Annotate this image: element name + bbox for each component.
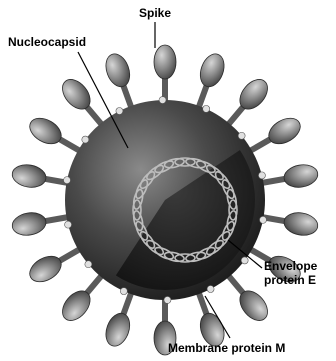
spike-18 [102, 51, 134, 111]
membrane-protein-marker [63, 177, 70, 184]
membrane-protein-marker [65, 221, 72, 228]
spike-12 [57, 273, 104, 326]
membrane-protein-marker [207, 286, 214, 293]
spike-1 [154, 45, 176, 105]
membrane-protein-marker [159, 97, 166, 104]
envelope-label-line1: Envelope [264, 259, 318, 273]
membrane-protein-marker [85, 261, 92, 268]
membrane-protein-marker [82, 136, 89, 143]
spike-4 [247, 113, 304, 153]
spike-15 [10, 162, 71, 190]
spike-3 [226, 74, 273, 127]
membrane-protein-marker [258, 172, 265, 179]
spike-label: Spike [139, 6, 171, 20]
nucleocapsid-label: Nucleocapsid [8, 35, 86, 49]
membrane-protein-marker [203, 105, 210, 112]
membrane-protein-marker [116, 107, 123, 114]
membrane-protein-marker [238, 132, 245, 139]
membrane-protein-marker [120, 288, 127, 295]
spike-11 [102, 289, 134, 349]
spike-17 [57, 74, 104, 127]
spike-6 [259, 210, 320, 238]
spike-16 [25, 113, 82, 153]
membrane-protein-marker [260, 216, 267, 223]
membrane-protein-marker [241, 257, 248, 264]
spike-5 [259, 162, 320, 190]
spike-2 [196, 51, 228, 111]
spike-13 [25, 248, 82, 288]
membrane-protein-marker [164, 296, 171, 303]
envelope-label-line2: protein E [264, 273, 316, 287]
membrane-label: Membrane protein M [168, 341, 285, 355]
spike-14 [10, 210, 71, 238]
